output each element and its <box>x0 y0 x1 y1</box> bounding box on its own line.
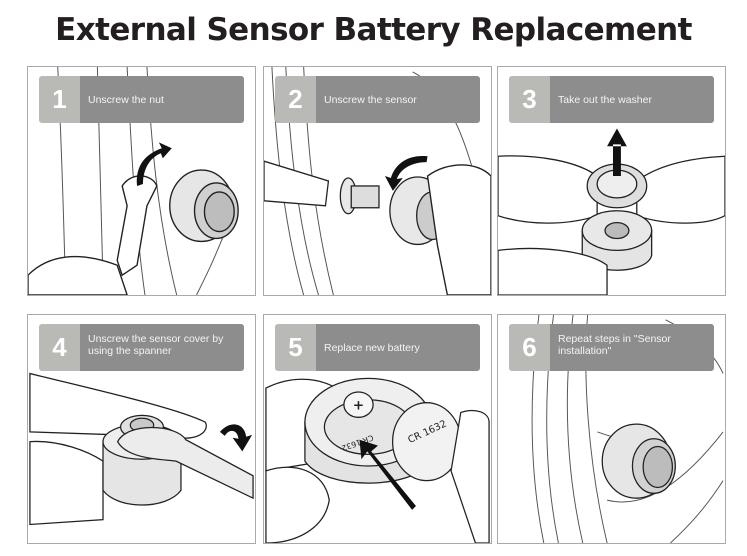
step-panel-4: 4 Unscrew the sensor cover by using the … <box>27 314 256 544</box>
step-number: 3 <box>509 76 550 123</box>
replace-battery-illustration: + CR 1632 CR 1632 <box>265 377 490 543</box>
step-panel-5: + CR 1632 CR 1632 5 Replace new battery <box>263 314 492 544</box>
svg-text:+: + <box>353 398 364 414</box>
step-number: 2 <box>275 76 316 123</box>
step-header-4: 4 Unscrew the sensor cover by using the … <box>39 324 244 371</box>
step-panel-1: 1 Unscrew the nut <box>27 66 256 296</box>
step-label: Unscrew the sensor cover by using the sp… <box>80 324 244 371</box>
step-number: 1 <box>39 76 80 123</box>
step-header-1: 1 Unscrew the nut <box>39 76 244 123</box>
step-label: Repeat steps in "Sensor installation" <box>550 324 714 371</box>
step-header-5: 5 Replace new battery <box>275 324 480 371</box>
step-number: 6 <box>509 324 550 371</box>
step-header-6: 6 Repeat steps in "Sensor installation" <box>509 324 714 371</box>
step-label: Take out the washer <box>550 76 714 123</box>
step-header-2: 2 Unscrew the sensor <box>275 76 480 123</box>
step-label: Replace new battery <box>316 324 480 371</box>
step-label: Unscrew the sensor <box>316 76 480 123</box>
wrench-nut-illustration <box>28 67 239 295</box>
step-panel-6: 6 Repeat steps in "Sensor installation" <box>497 314 726 544</box>
step-panel-2: 2 Unscrew the sensor <box>263 66 492 296</box>
step-header-3: 3 Take out the washer <box>509 76 714 123</box>
remove-washer-illustration <box>498 128 725 295</box>
page-title: External Sensor Battery Replacement <box>55 12 692 48</box>
installed-sensor-illustration <box>531 315 724 543</box>
step-panel-3: 3 Take out the washer <box>497 66 726 296</box>
step-label: Unscrew the nut <box>80 76 244 123</box>
step-number: 4 <box>39 324 80 371</box>
step-number: 5 <box>275 324 316 371</box>
spanner-cover-illustration <box>29 372 254 526</box>
